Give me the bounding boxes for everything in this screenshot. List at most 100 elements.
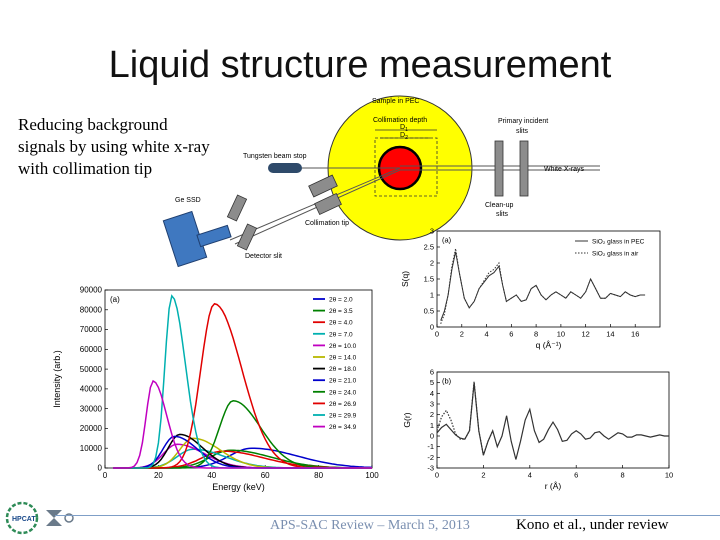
x-tick-label: 40 — [207, 471, 216, 480]
x-tick-label: 16 — [631, 330, 639, 339]
y-tick-label: 20000 — [80, 424, 103, 433]
footer-divider — [55, 515, 720, 516]
x-tick-label: 0 — [103, 471, 108, 480]
label-d2: D2 — [400, 132, 408, 141]
footer-citation: Kono et al., under review — [516, 517, 669, 533]
legend-entry: 2θ = 3.5 — [329, 308, 353, 315]
label-cleanup-1: Clean-up — [485, 202, 514, 209]
footer-center-text: APS-SAC Review – March 5, 2013 — [270, 518, 470, 533]
label-primary-slits-1: Primary incident — [498, 118, 548, 125]
svg-text:HPCAT: HPCAT — [12, 516, 36, 523]
y-tick-label: -2 — [427, 453, 434, 462]
y-axis-label: G(r) — [402, 412, 412, 427]
ge-ssd-arm — [196, 224, 232, 248]
slide-title: Liquid structure measurement — [108, 44, 612, 86]
legend-entry: 2θ = 7.0 — [329, 331, 353, 338]
plot-frame — [104, 289, 373, 469]
label-detector-slit: Detector slit — [245, 253, 282, 260]
y-tick-label: 1 — [430, 421, 434, 430]
y-axis-label: Intensity (arb.) — [52, 350, 62, 408]
y-tick-label: 30000 — [80, 404, 103, 413]
legend-entry: SiO₂ glass in air — [592, 251, 639, 258]
collimation-tip-2 — [314, 192, 342, 216]
plot-frame — [436, 371, 670, 469]
x-tick-label: 6 — [509, 330, 513, 339]
y-tick-label: 0 — [98, 464, 103, 473]
x-tick-label: 2 — [460, 330, 464, 339]
label-cleanup-2: slits — [496, 211, 509, 218]
panel-label: (b) — [442, 377, 452, 386]
tungsten-beam-stop — [268, 163, 302, 173]
legend-entry: 2θ = 18.0 — [329, 366, 357, 373]
label-tungsten: Tungsten beam stop — [243, 153, 307, 160]
label-d1: D1 — [400, 124, 408, 133]
y-tick-label: 1 — [430, 291, 434, 300]
y-tick-label: 10000 — [80, 444, 103, 453]
x-tick-label: 4 — [528, 471, 532, 480]
y-tick-label: 6 — [430, 368, 434, 377]
series-line — [436, 381, 494, 456]
y-tick-label: 90000 — [80, 286, 103, 295]
legend-entry: 2θ = 26.9 — [329, 401, 357, 408]
y-tick-label: 40000 — [80, 385, 103, 394]
x-tick-label: 6 — [574, 471, 578, 480]
x-tick-label: 10 — [557, 330, 565, 339]
y-tick-label: 50000 — [80, 365, 103, 374]
x-tick-label: 2 — [481, 471, 485, 480]
y-tick-label: -3 — [427, 464, 434, 473]
y-tick-label: 2 — [430, 410, 434, 419]
legend-entry: 2θ = 21.0 — [329, 378, 357, 385]
y-tick-label: 3 — [430, 400, 434, 409]
x-tick-label: 12 — [581, 330, 589, 339]
legend-entry: SiO₂ glass in PEC — [592, 239, 645, 246]
x-tick-label: 20 — [154, 471, 163, 480]
label-sample: Sample in PEC — [372, 98, 419, 105]
legend-entry: 2θ = 4.0 — [329, 320, 353, 327]
series-line — [440, 248, 646, 324]
y-tick-label: 0.5 — [424, 307, 434, 316]
label-primary-slits-2: slits — [516, 128, 529, 135]
y-tick-label: 2 — [430, 259, 434, 268]
x-axis-label: r (Å) — [545, 481, 562, 491]
setup-diagram: Sample in PEC Collimation depth D1 D2 Pr… — [162, 95, 600, 268]
y-tick-label: 4 — [430, 389, 434, 398]
label-white-xrays: White X-rays — [544, 166, 585, 173]
x-tick-label: 100 — [365, 471, 379, 480]
x-tick-label: 0 — [435, 471, 439, 480]
y-tick-label: 5 — [430, 378, 434, 387]
detector-slit-1 — [226, 194, 248, 222]
y-tick-label: 2.5 — [424, 243, 434, 252]
collimation-tip-1 — [308, 174, 338, 198]
legend-entry: 2θ = 24.0 — [329, 389, 357, 396]
y-tick-label: 80000 — [80, 305, 103, 314]
x-tick-label: 8 — [621, 471, 625, 480]
plot-frame — [436, 230, 661, 328]
x-tick-label: 8 — [534, 330, 538, 339]
legend-entry: 2θ = 34.9 — [329, 424, 357, 431]
cleanup-slit-2 — [519, 140, 529, 197]
legend-entry: 2θ = 14.0 — [329, 355, 357, 362]
x-tick-label: 80 — [314, 471, 323, 480]
series-line — [113, 379, 372, 469]
panel-label: (a) — [110, 295, 120, 304]
panel-label: (a) — [442, 236, 452, 245]
x-tick-label: 0 — [435, 330, 439, 339]
legend-entry: 2θ = 29.9 — [329, 413, 357, 420]
label-collimation-tip: Collimation tip — [305, 220, 349, 227]
x-axis-label: Energy (keV) — [212, 482, 265, 492]
y-tick-label: 60000 — [80, 345, 103, 354]
legend-entry: 2θ = 10.0 — [329, 343, 357, 350]
hpcat-logo: HPCAT — [5, 501, 74, 535]
y-axis-label: S(q) — [400, 271, 410, 287]
y-tick-label: 70000 — [80, 325, 103, 334]
bullet-text: Reducing background signals by using whi… — [18, 115, 210, 178]
y-tick-label: 0 — [430, 323, 434, 332]
x-tick-label: 10 — [665, 471, 673, 480]
y-tick-label: 3 — [430, 227, 434, 236]
y-tick-label: 0 — [430, 432, 434, 441]
x-axis-label: q (Å⁻¹) — [536, 340, 562, 350]
y-tick-label: -1 — [427, 442, 434, 451]
